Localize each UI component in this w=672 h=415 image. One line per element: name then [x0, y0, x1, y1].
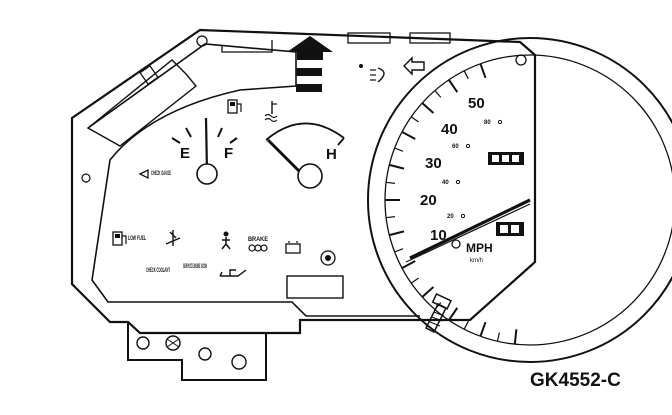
lower-mounting-bracket [127, 322, 267, 381]
left-turn-indicator-bar-1 [296, 68, 322, 76]
left-turn-indicator-bar-2 [296, 84, 322, 92]
fuel-full-label: F [224, 145, 233, 162]
speedometer-tick [496, 332, 500, 342]
oil-can-icon [219, 269, 247, 277]
high-beam-arrow-icon [287, 36, 333, 60]
service-engine-soon-indicator: SERVICE ENGINE SOON [183, 264, 207, 270]
kmh-tick-dot [460, 213, 466, 219]
mph-tick-label: 20 [420, 192, 437, 209]
kmh-tick-label: 40 [442, 180, 449, 186]
message-window [286, 275, 344, 299]
temp-hot-label: H [326, 146, 337, 163]
cluster-inner-panel [87, 43, 420, 317]
odometer-window [488, 152, 524, 165]
speedometer-tick [389, 230, 405, 237]
speedometer-needle-hub [451, 239, 461, 249]
brake-label: BRAKE [248, 237, 268, 243]
fuel-pump-icon [227, 99, 242, 114]
bracket-screw-head [165, 335, 181, 351]
mph-unit-label: MPH [466, 241, 493, 255]
temp-needle [266, 138, 302, 174]
low-fuel-indicator: LOW FUEL [112, 231, 146, 246]
screw-slot-icon [166, 338, 180, 348]
speedometer-tick [479, 63, 487, 79]
speedometer-tick [410, 277, 419, 284]
speedometer-tick [386, 216, 396, 219]
cluster-outer-housing [70, 28, 537, 335]
mph-tick-label: 30 [425, 155, 442, 172]
speedometer-tick [421, 102, 435, 114]
temp-gauge: H [264, 101, 345, 189]
speedometer-tick [394, 147, 404, 152]
top-slot-2 [347, 32, 391, 44]
check-gauge-indicator: CHECK GAUGE [138, 168, 171, 180]
speedometer-tick [479, 321, 487, 337]
right-top-mount-hole [515, 54, 527, 66]
kmh-unit-label: km/h [470, 258, 483, 264]
airbag-icon [221, 231, 231, 250]
coolant-temp-icon [264, 101, 278, 123]
top-slot-3 [409, 32, 451, 44]
mph-tick-label: 50 [468, 95, 485, 112]
upper-left-mount-hole [196, 35, 208, 47]
speedometer-kmh-labels: 20 40 60 80 [442, 119, 503, 220]
speedometer-tick [463, 320, 469, 330]
bracket-hole-2 [198, 347, 212, 361]
kmh-tick-dot [455, 179, 461, 185]
kmh-tick-label: 80 [484, 120, 491, 126]
right-turn-arrow-icon [403, 56, 425, 76]
speedometer-tick [421, 286, 435, 298]
speedometer-bezel-outer [367, 37, 672, 363]
speedometer-tick [410, 116, 419, 123]
fuel-empty-label: E [180, 145, 190, 162]
speedometer-tick [401, 131, 416, 140]
kmh-tick-label: 20 [447, 214, 454, 220]
seatbelt-icon [165, 230, 181, 246]
top-slot-1 [221, 40, 273, 53]
service-engine-soon-label: SERVICE ENGINE SOON [183, 264, 207, 270]
speedometer-tick [434, 90, 442, 98]
kmh-tick-dot [497, 119, 503, 125]
speedometer-tick [386, 181, 396, 184]
mph-tick-label: 40 [441, 121, 458, 138]
kmh-tick-dot [465, 143, 471, 149]
speedometer-tick [513, 329, 518, 345]
check-coolant-label: CHECK COOLANT [146, 268, 170, 274]
fuel-needle [204, 117, 209, 173]
speedometer-tick [448, 307, 459, 321]
kmh-tick-label: 60 [452, 144, 459, 150]
brake-indicator: BRAKE [248, 237, 268, 252]
speedometer-tick [463, 70, 469, 80]
trip-reset-button[interactable] [424, 292, 452, 334]
headlamp-icon [359, 64, 385, 83]
check-gauge-label: CHECK GAUGE [151, 171, 171, 177]
check-coolant-indicator: CHECK COOLANT [146, 268, 170, 274]
upper-left-bracket [86, 59, 197, 147]
speedometer-tick [394, 248, 404, 253]
speedometer: 10 20 30 40 50 20 40 60 80 MPH km/h [367, 37, 672, 363]
speedometer-needle [409, 198, 531, 260]
temp-gauge-arc [265, 122, 345, 141]
upper-left-clip [139, 64, 159, 86]
speedometer-mph-labels: 10 20 30 40 50 [420, 95, 485, 244]
low-fuel-label: LOW FUEL [128, 236, 146, 242]
speedometer-tick-marks [385, 63, 518, 345]
bracket-hole-3 [231, 354, 247, 370]
temp-needle-hub [297, 163, 323, 189]
mph-tick-label: 10 [430, 227, 447, 244]
left-side-mount-hole [81, 173, 91, 183]
abs-icon [320, 250, 336, 266]
trip-odometer-window [496, 222, 524, 236]
battery-icon [285, 241, 301, 254]
speedometer-tick [448, 79, 459, 93]
fuel-gauge: E F [171, 99, 242, 185]
fuel-needle-hub [196, 163, 218, 185]
bracket-hole-1 [136, 336, 150, 350]
speedometer-tick [401, 260, 416, 269]
figure-code: GK4552-C [530, 370, 621, 391]
speedometer-tick [389, 163, 405, 170]
